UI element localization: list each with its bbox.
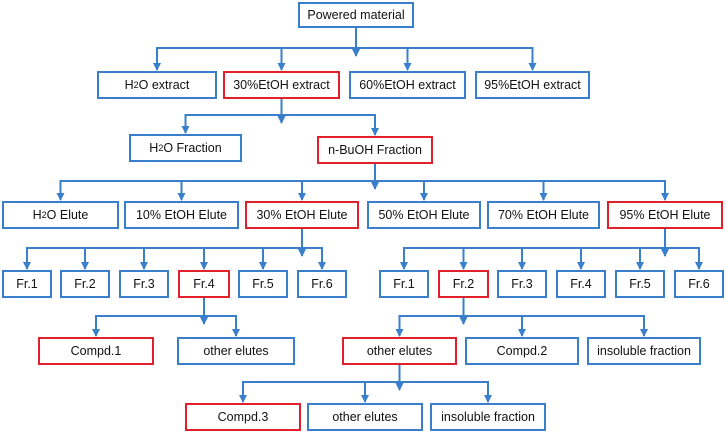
node-right-fr-5: Fr.5 (615, 270, 665, 298)
node-30-etoh-elute: 30% EtOH Elute (245, 201, 359, 229)
node-compd-1: Compd.1 (38, 337, 154, 365)
node-right-fr-2: Fr.2 (438, 270, 489, 298)
node-bottom-insoluble-fraction: insoluble fraction (430, 403, 546, 431)
node-left-fr-1: Fr.1 (2, 270, 52, 298)
node-50-etoh-elute: 50% EtOH Elute (367, 201, 481, 229)
node-left-fr-6: Fr.6 (297, 270, 347, 298)
node-right-fr-3: Fr.3 (497, 270, 547, 298)
node-compd-3: Compd.3 (185, 403, 301, 431)
node-left-fr-2: Fr.2 (60, 270, 110, 298)
node-left-fr-5: Fr.5 (238, 270, 288, 298)
node-right-insoluble-fraction: insoluble fraction (587, 337, 701, 365)
node-95-etoh-extract: 95%EtOH extract (475, 71, 590, 99)
node-10-etoh-elute: 10% EtOH Elute (124, 201, 239, 229)
node-right-fr-4: Fr.4 (556, 270, 606, 298)
node-30-etoh-extract: 30%EtOH extract (223, 71, 340, 99)
node-powered-material: Powered material (298, 2, 414, 28)
node-right-fr-1: Fr.1 (379, 270, 429, 298)
node-n-buoh-fraction: n-BuOH Fraction (317, 136, 433, 164)
node-95-etoh-elute: 95% EtOH Elute (607, 201, 723, 229)
node-right-other-elutes: other elutes (342, 337, 457, 365)
node-right-fr-6: Fr.6 (674, 270, 724, 298)
node-70-etoh-elute: 70% EtOH Elute (487, 201, 600, 229)
node-left-other-elutes: other elutes (177, 337, 295, 365)
node-left-fr-3: Fr.3 (119, 270, 169, 298)
node-60-etoh-extract: 60%EtOH extract (349, 71, 466, 99)
node-bottom-other-elutes: other elutes (307, 403, 423, 431)
node-left-fr-4: Fr.4 (178, 270, 230, 298)
node-compd-2: Compd.2 (465, 337, 579, 365)
